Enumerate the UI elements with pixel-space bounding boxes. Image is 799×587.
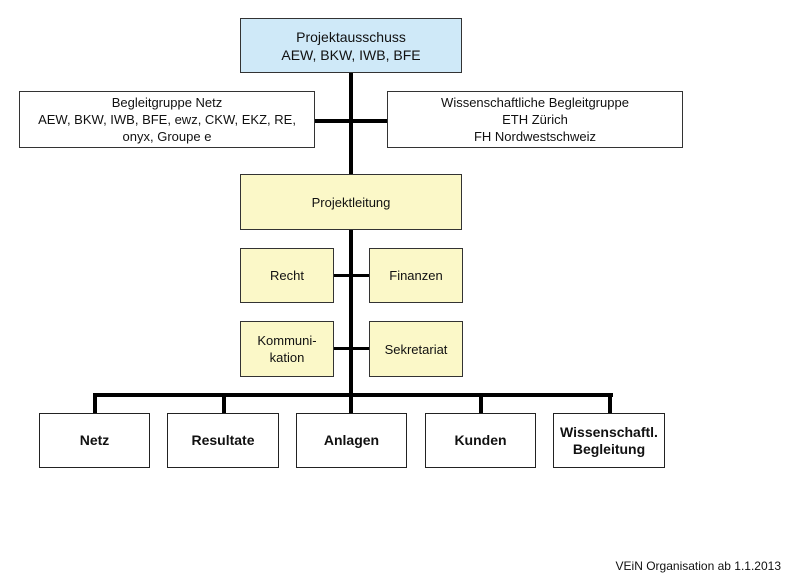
drop-line-netz [93,393,97,414]
resultate-label: Resultate [191,432,255,448]
sekretariat-box: Sekretariat [369,321,463,377]
begleitgruppe-netz-box: Begleitgruppe Netz AEW, BKW, IWB, BFE, e… [19,91,315,148]
wissenschaftl-label-1: Wissenschaftl. [560,423,658,440]
main-vertical-connector [349,72,353,395]
drop-line-resultate [222,393,226,414]
wiss-begleitgruppe-title: Wissenschaftliche Begleitgruppe [441,95,629,110]
wissenschaftliche-begleitgruppe-box: Wissenschaftliche Begleitgruppe ETH Züri… [387,91,683,148]
recht-box: Recht [240,248,334,303]
wiss-begleitgruppe-member-1: ETH Zürich [502,112,568,127]
netz-label: Netz [79,432,110,448]
finanzen-label: Finanzen [389,268,443,283]
kunden-label: Kunden [454,432,507,448]
kunden-box: Kunden [425,413,536,468]
projektausschuss-title: Projektausschuss [296,28,406,45]
begleitgruppe-netz-title: Begleitgruppe Netz [111,95,223,110]
drop-line-anlagen [349,393,353,414]
resultate-box: Resultate [167,413,279,468]
wissenschaftl-begleitung-box: Wissenschaftl. Begleitung [553,413,665,468]
staff-row2-connector [333,347,371,350]
anlagen-box: Anlagen [296,413,407,468]
kommunikation-label-1: Kommuni- [257,333,317,348]
finanzen-box: Finanzen [369,248,463,303]
staff-row1-connector [333,274,371,277]
wissenschaftl-label-2: Begleitung [572,440,646,457]
begleitgruppe-netz-members-2: onyx, Groupe e [122,129,212,144]
drop-line-kunden [479,393,483,414]
organisation-caption: VEiN Organisation ab 1.1.2013 [615,559,781,573]
group-horizontal-connector [314,119,388,123]
netz-box: Netz [39,413,150,468]
drop-line-wiss [608,393,612,414]
projektausschuss-members: AEW, BKW, IWB, BFE [281,46,421,63]
anlagen-label: Anlagen [323,432,380,448]
begleitgruppe-netz-members-1: AEW, BKW, IWB, BFE, ewz, CKW, EKZ, RE, [38,112,296,127]
projektausschuss-box: Projektausschuss AEW, BKW, IWB, BFE [240,18,462,73]
projektleitung-label: Projektleitung [311,194,391,210]
kommunikation-label-2: kation [269,350,305,365]
wiss-begleitgruppe-member-2: FH Nordwestschweiz [473,129,597,144]
recht-label: Recht [270,268,304,283]
kommunikation-box: Kommuni- kation [240,321,334,377]
bottom-horizontal-connector [93,393,613,397]
sekretariat-label: Sekretariat [384,341,448,357]
projektleitung-box: Projektleitung [240,174,462,230]
